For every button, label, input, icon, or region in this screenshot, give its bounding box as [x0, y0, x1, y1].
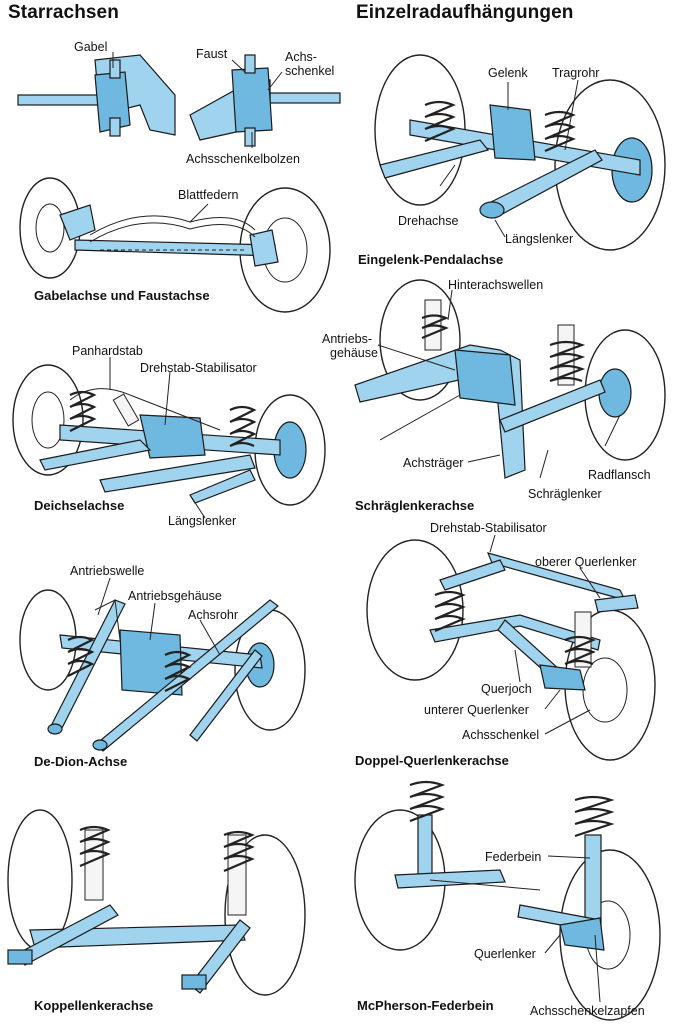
caption-doppel-querlenkerachse: Doppel-Querlenkerachse	[355, 753, 509, 768]
doppel-querlenkerachse-illustration	[366, 534, 656, 761]
deichselachse-illustration	[12, 357, 326, 519]
label-federbein: Federbein	[485, 850, 542, 864]
caption-gabelachse: Gabelachse und Faustachse	[34, 288, 210, 303]
caption-deichselachse: Deichselachse	[34, 498, 125, 513]
label-antriebswelle: Antriebswelle	[70, 564, 145, 578]
label-antriebsgehaeuse-1: Antriebs-	[322, 332, 373, 346]
pendelachse-illustration	[374, 54, 666, 251]
heading-einzelradaufhaengungen: Einzelradaufhängungen	[356, 2, 574, 23]
label-achsschenkel-2: schenkel	[285, 64, 335, 78]
label-querjoch: Querjoch	[481, 682, 532, 696]
label-achsschenkel-1: Achs-	[285, 50, 317, 64]
label-achsschenkelzapfen: Achsschenkelzapfen	[530, 1004, 645, 1018]
label-drehstab-stabilisator-right: Drehstab-Stabilisator	[430, 521, 547, 535]
label-laengslenker-right: Längslenker	[505, 232, 574, 246]
label-panhardstab: Panhardstab	[72, 344, 143, 358]
mcpherson-illustration	[354, 780, 661, 1021]
caption-de-dion-achse: De-Dion-Achse	[34, 754, 128, 769]
label-achsschenkelbolzen: Achsschenkelbolzen	[186, 152, 300, 166]
label-achsrohr: Achsrohr	[188, 608, 239, 622]
caption-schraeglenkerachse: Schräglenkerachse	[355, 498, 475, 513]
label-schraeglenker: Schräglenker	[528, 487, 602, 501]
caption-mcpherson-federbein: McPherson-Federbein	[357, 998, 494, 1013]
caption-koppellenkerachse: Koppellenkerachse	[34, 998, 154, 1013]
label-unterer-querlenker: unterer Querlenker	[424, 703, 529, 717]
label-drehstab-stabilisator-left: Drehstab-Stabilisator	[140, 361, 257, 375]
label-achsschenkel: Achsschenkel	[462, 728, 540, 742]
label-laengslenker-left: Längslenker	[168, 514, 237, 528]
label-achstraeger: Achsträger	[403, 456, 464, 470]
caption-eingelenk-pendelachse: Eingelenk-Pendalachse	[358, 252, 504, 267]
label-gabel: Gabel	[74, 40, 108, 54]
label-antriebsgehaeuse-left: Antriebsgehäuse	[128, 589, 222, 603]
heading-starrachsen: Starrachsen	[8, 2, 119, 23]
label-gelenk: Gelenk	[488, 66, 528, 80]
label-drehachse: Drehachse	[398, 214, 459, 228]
label-tragrohr: Tragrohr	[552, 66, 600, 80]
label-radflansch: Radflansch	[588, 468, 651, 482]
de-dion-achse-illustration	[19, 577, 306, 752]
label-antriebsgehaeuse-2: gehäuse	[330, 346, 378, 360]
schraeglenkerachse-illustration	[354, 279, 666, 479]
gabelachse-illustration	[17, 52, 341, 313]
label-blattfedern: Blattfedern	[178, 188, 239, 202]
label-hinterachswellen: Hinterachswellen	[448, 278, 544, 292]
label-querlenker: Querlenker	[474, 947, 536, 961]
label-oberer-querlenker: oberer Querlenker	[535, 555, 637, 569]
label-faust: Faust	[196, 47, 228, 61]
koppellenkerachse-illustration	[7, 809, 306, 996]
